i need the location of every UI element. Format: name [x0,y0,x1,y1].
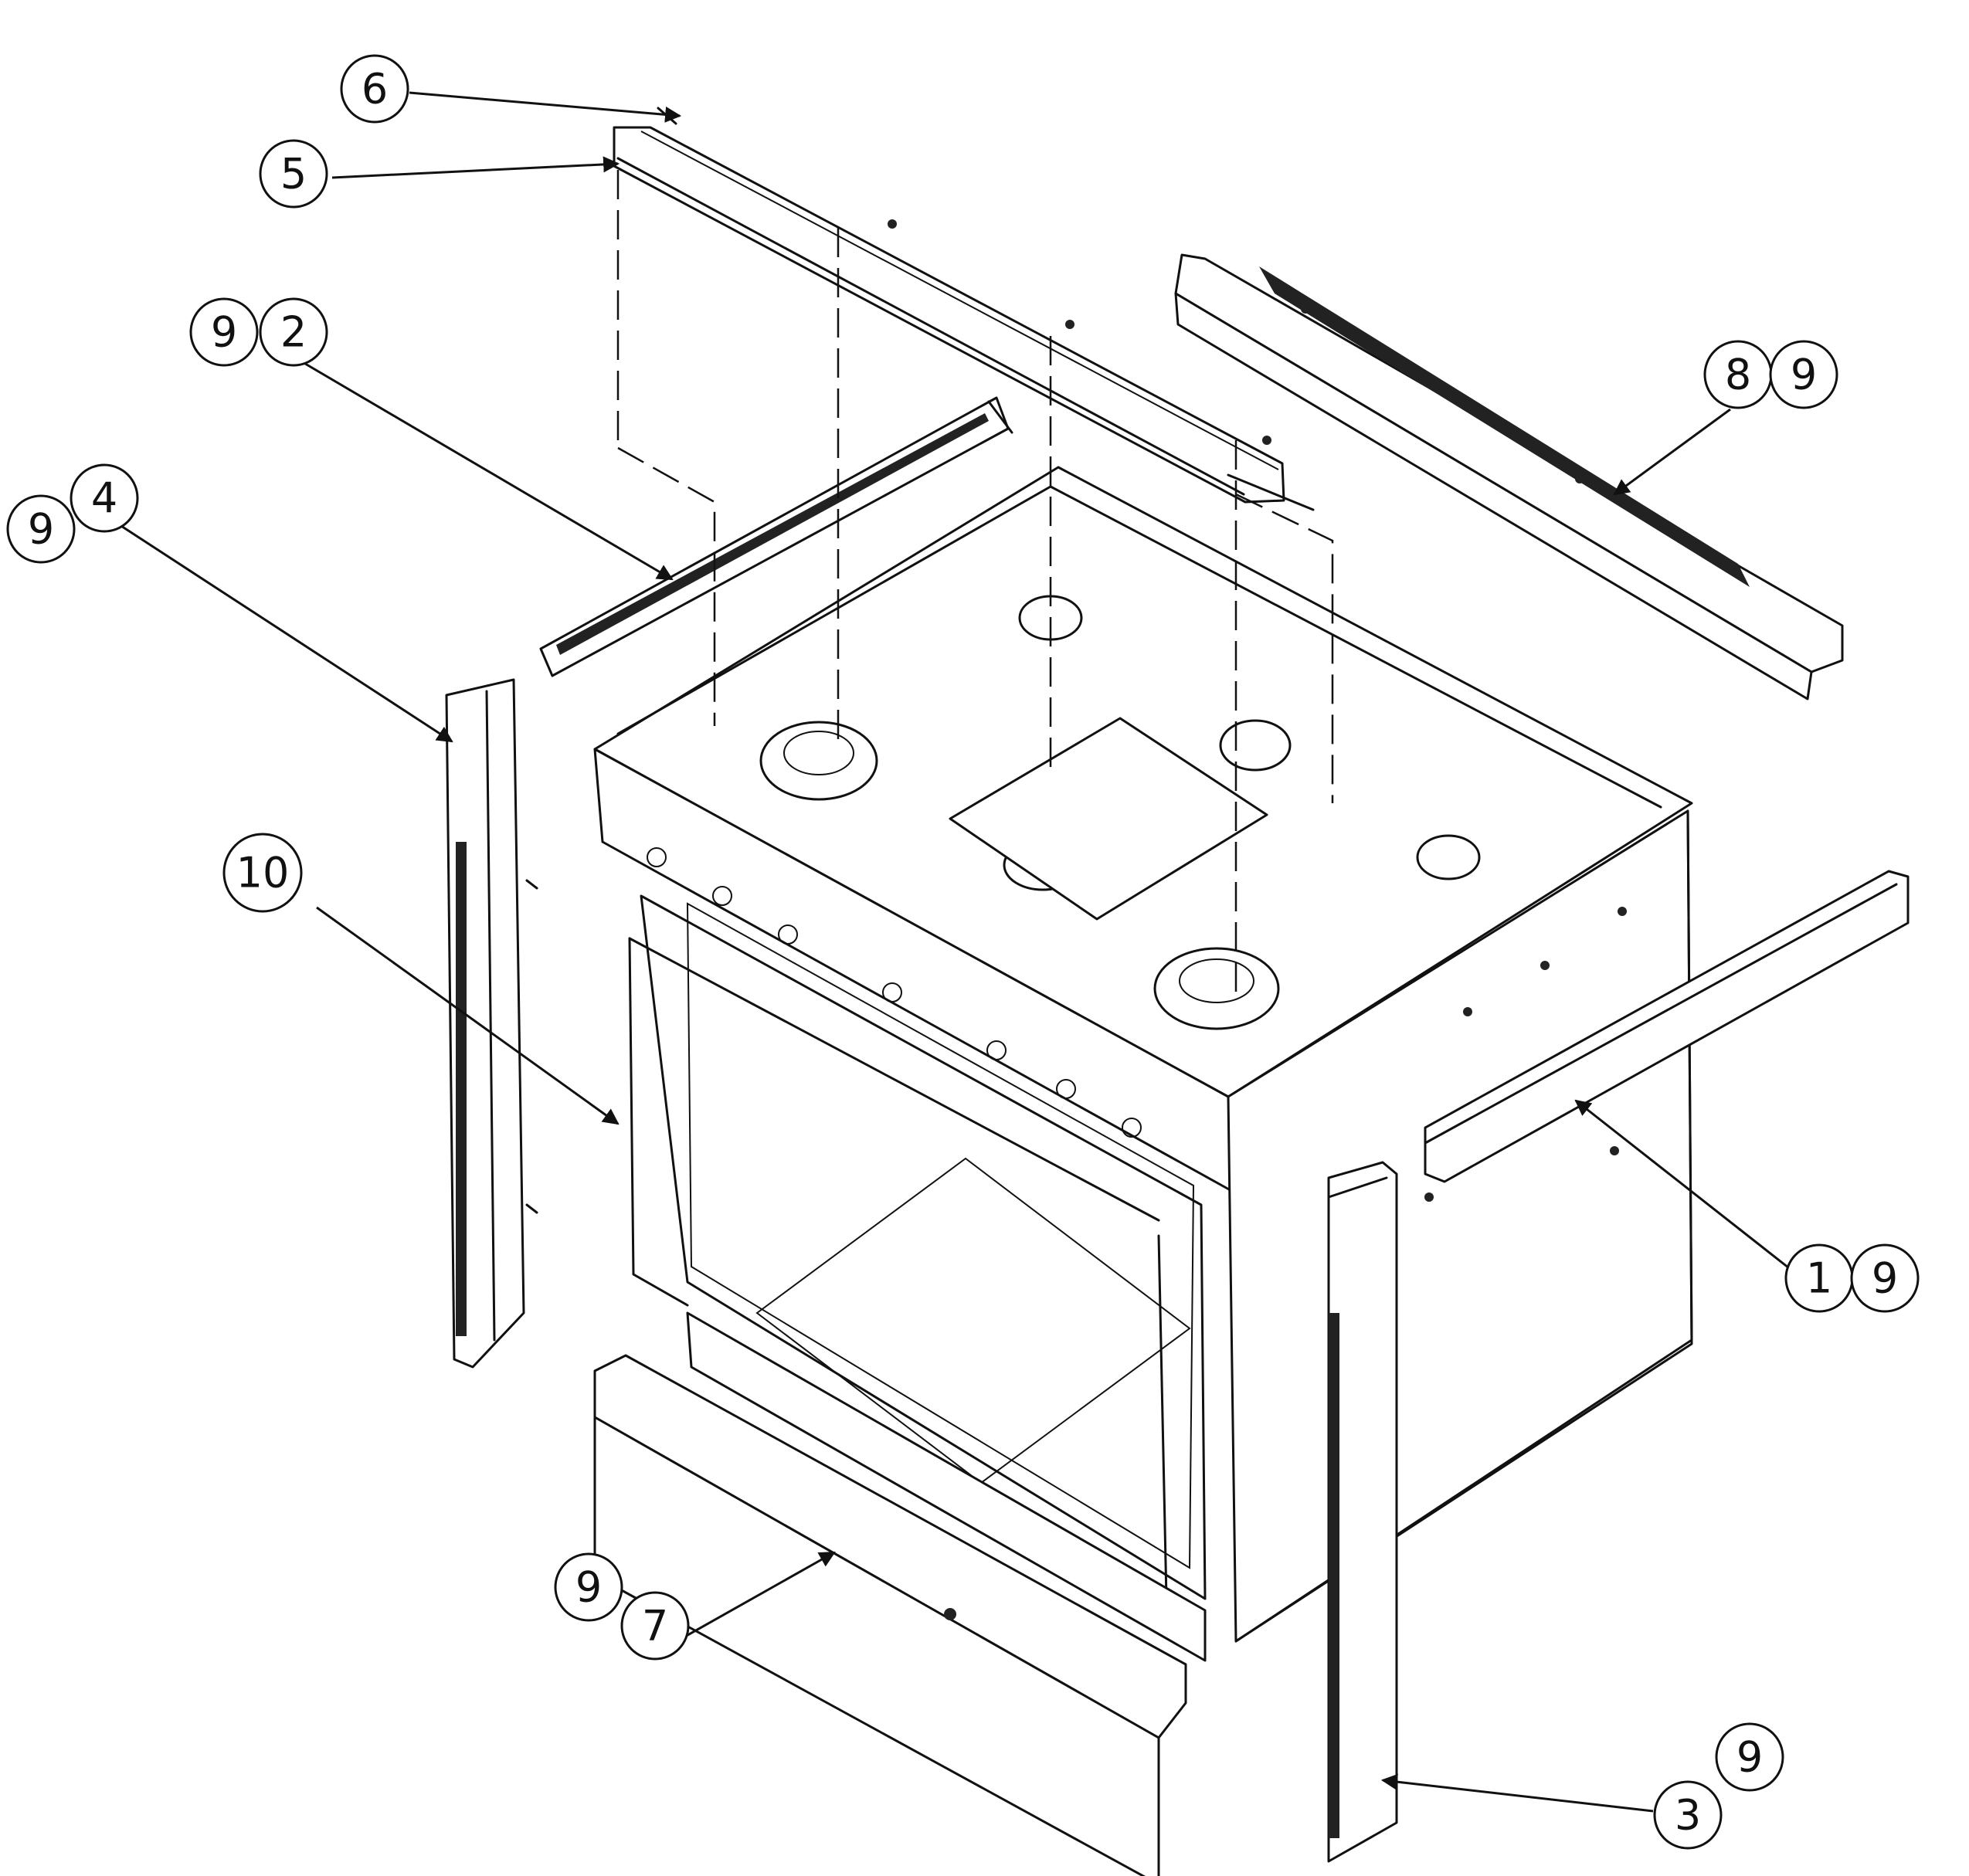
svg-text:4: 4 [91,474,117,523]
callout-8: 8 [1703,340,1773,409]
callout-2: 2 [259,297,328,367]
right-top-rail-part [1424,870,1910,1183]
svg-text:3: 3 [1675,1791,1701,1840]
leader-lines [107,91,1793,1813]
svg-text:8: 8 [1725,351,1751,399]
burner-front-left [759,721,878,801]
callout-9-at-8: 9 [1769,340,1838,409]
callout-6: 6 [340,54,409,124]
callout-5: 5 [259,139,328,209]
callout-9-at-4: 9 [6,494,76,564]
burner-far-right [1416,834,1481,880]
bottom-kick-plate-part [593,1354,1187,1876]
svg-text:9: 9 [211,308,237,357]
callout-9-at-3: 9 [1715,1722,1784,1792]
range-body [593,466,1693,1662]
svg-text:2: 2 [280,308,307,357]
svg-text:10: 10 [236,849,290,897]
svg-text:1: 1 [1806,1254,1832,1303]
burner-rear-right [1219,719,1292,772]
svg-text:7: 7 [642,1602,668,1650]
callout-9-at-7: 9 [554,1552,623,1622]
svg-text:9: 9 [1791,351,1817,399]
rear-vent-trim-part [1174,253,1844,701]
callout-10: 10 [222,833,303,913]
svg-text:5: 5 [280,150,307,198]
svg-text:9: 9 [1872,1254,1898,1303]
svg-text:9: 9 [28,505,54,554]
burner-front-right [1153,947,1280,1030]
left-side-trim-part [445,678,538,1369]
callout-4: 4 [70,463,139,533]
svg-text:9: 9 [575,1563,602,1612]
assembly-lines [616,170,1334,996]
left-top-rail-part [539,396,1013,677]
knob-markers [647,847,1142,1138]
callout-3: 3 [1653,1780,1723,1850]
right-side-trim-part [1327,1161,1398,1863]
callout-7: 7 [620,1591,690,1661]
svg-text:6: 6 [362,65,388,114]
svg-text:9: 9 [1736,1733,1763,1782]
callout-9-at-2: 9 [189,297,259,367]
callout-9-at-1: 9 [1850,1243,1920,1313]
callout-1: 1 [1784,1243,1854,1313]
